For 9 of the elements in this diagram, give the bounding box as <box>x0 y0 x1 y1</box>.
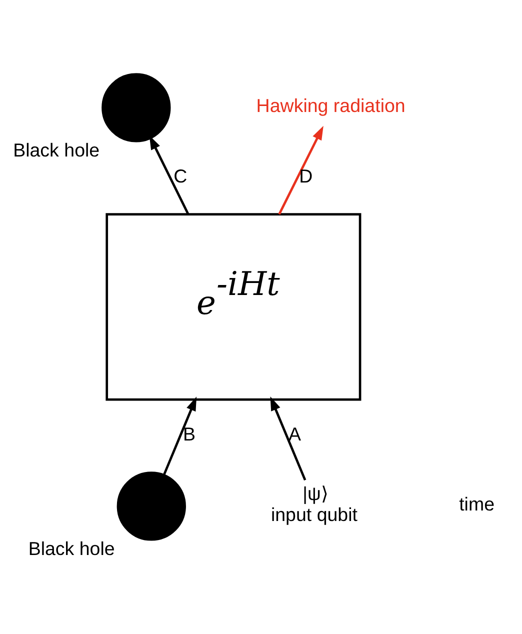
label: time <box>459 493 495 514</box>
edge-label: D <box>299 164 313 186</box>
edge-label: A <box>288 422 302 444</box>
edge-label: C <box>174 164 188 186</box>
edge-label: B <box>183 422 196 444</box>
node-text: Hawking radiation <box>256 94 406 116</box>
node-text: |ψ⟩ input qubit <box>270 482 358 525</box>
node-label: Black hole <box>13 139 100 160</box>
node-label: Black hole <box>28 538 115 559</box>
